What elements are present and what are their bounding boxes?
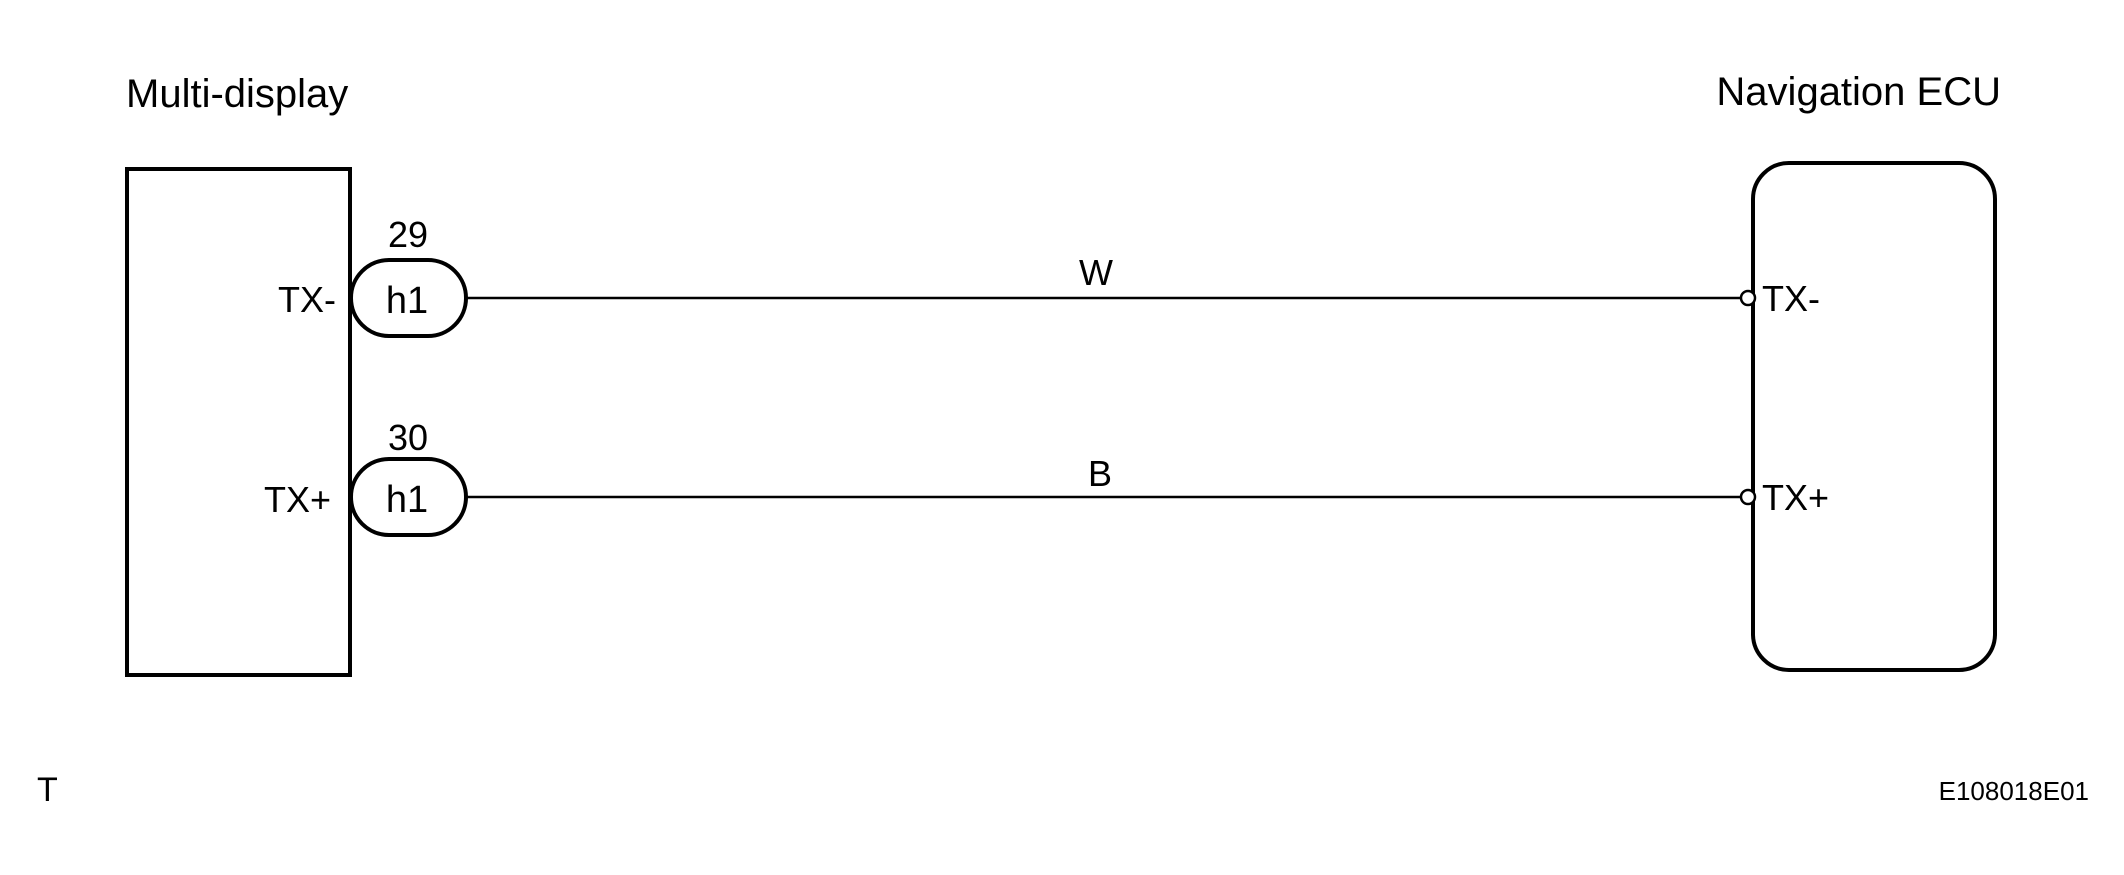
connector-label: h1 (386, 479, 428, 521)
wire-color-label: W (1079, 252, 1113, 293)
multi-display-box (125, 167, 352, 677)
corner-mark: T (37, 771, 58, 809)
right-pin-label: TX- (1762, 278, 1820, 319)
navigation-ecu-title: Navigation ECU (1716, 70, 2001, 114)
pin-number: 30 (388, 417, 428, 458)
connection-tx-plus: 30 TX+ h1 B TX+ (264, 417, 1829, 537)
left-pin-label: TX+ (264, 479, 331, 520)
connection-tx-minus: 29 TX- h1 W TX- (278, 214, 1820, 338)
connector-label: h1 (386, 280, 428, 322)
terminal-dot (1739, 488, 1757, 506)
multi-display-title: Multi-display (126, 72, 348, 116)
right-pin-label: TX+ (1762, 477, 1829, 518)
navigation-ecu-box (1751, 161, 1997, 672)
wire-color-label: B (1088, 453, 1112, 494)
left-pin-label: TX- (278, 279, 336, 320)
pin-number: 29 (388, 214, 428, 255)
figure-id: E108018E01 (1939, 776, 2089, 806)
terminal-dot (1739, 289, 1757, 307)
